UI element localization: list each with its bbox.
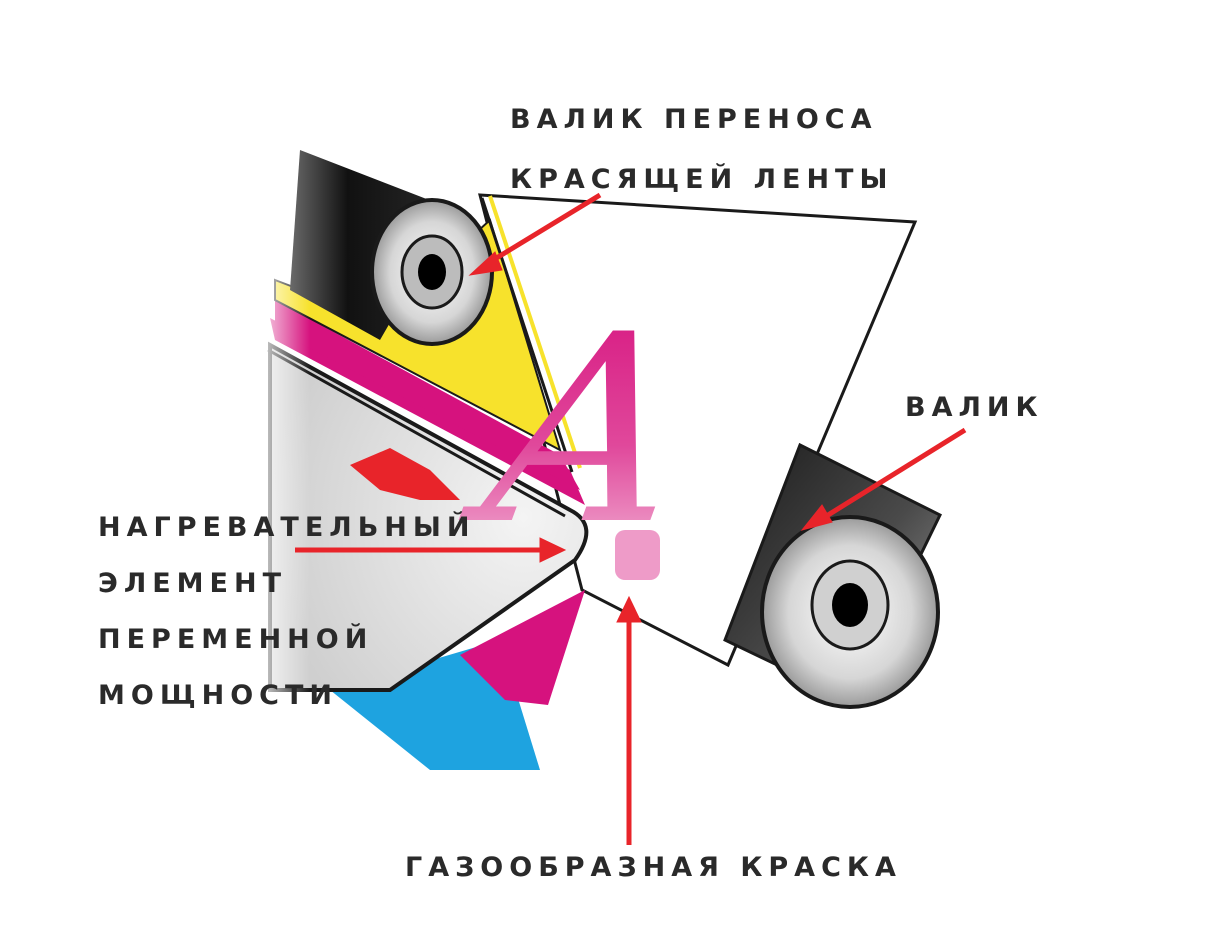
label-heating-element: НАГРЕВАТЕЛЬНЫЙ ЭЛЕМЕНТ ПЕРЕМЕННОЙ МОЩНОС…: [98, 500, 475, 724]
magenta-ribbon-lower: [460, 590, 585, 705]
motion-arrow-icon: [350, 448, 460, 500]
label-heating-element-line-1: НАГРЕВАТЕЛЬНЫЙ: [98, 512, 476, 543]
label-gas-ink-text: ГАЗООБРАЗНАЯ КРАСКА: [405, 852, 902, 883]
label-ribbon-roller: ВАЛИК ПЕРЕНОСА КРАСЯЩЕЙ ЛЕНТЫ: [510, 90, 893, 210]
arrow-ribbon-roller: [483, 192, 602, 268]
label-heating-element-line-3: ПЕРЕМЕННОЙ: [98, 624, 374, 655]
label-gas-ink: ГАЗООБРАЗНАЯ КРАСКА: [405, 838, 902, 898]
label-ribbon-roller-line-1: ВАЛИК ПЕРЕНОСА: [510, 104, 878, 135]
label-roller-text: ВАЛИК: [905, 392, 1044, 423]
label-heating-element-line-2: ЭЛЕМЕНТ: [98, 568, 288, 599]
label-roller: ВАЛИК: [905, 378, 1044, 438]
ribbon-transfer-roller-icon: [290, 150, 494, 346]
label-heating-element-line-4: МОЩНОСТИ: [98, 680, 338, 711]
pressure-roller-icon: [723, 442, 942, 709]
arrow-roller: [818, 427, 967, 523]
label-ribbon-roller-line-2: КРАСЯЩЕЙ ЛЕНТЫ: [510, 164, 894, 195]
